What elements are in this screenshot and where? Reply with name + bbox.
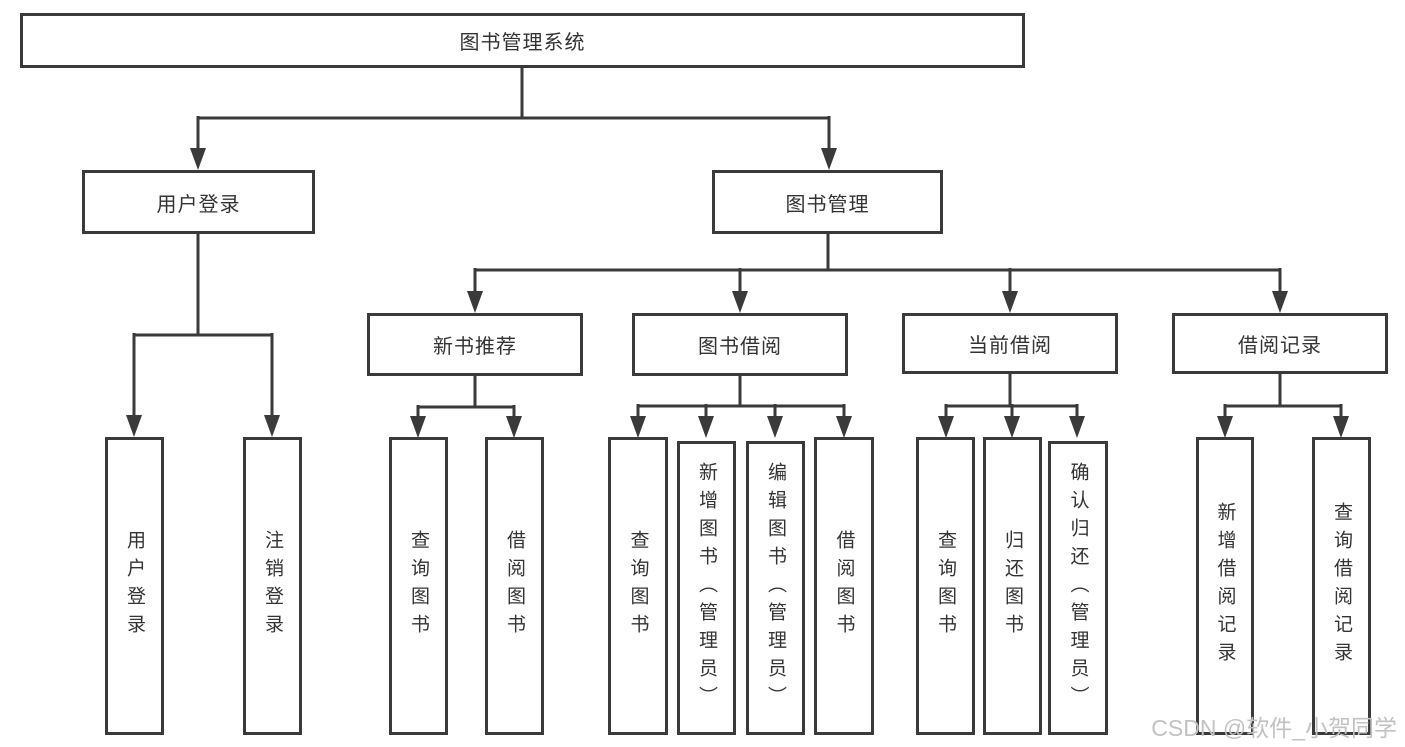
- leaf-recommend-query-books-label: 查询图书: [408, 530, 429, 642]
- leaf-borrow-query-books-label: 查询图书: [627, 530, 649, 642]
- node-new-book-recommend-label: 新书推荐: [433, 336, 517, 358]
- node-book-management-label: 图书管理: [785, 193, 870, 216]
- node-root: 图书管理系统: [20, 13, 1025, 68]
- edge-recommend-to-leaves: [410, 376, 522, 438]
- leaf-current-return-books: 归还图书: [983, 437, 1042, 735]
- leaf-current-confirm-return-admin: 确认归还（管理员）: [1048, 441, 1108, 735]
- leaf-records-add-record-label: 新增借阅记录: [1214, 502, 1236, 670]
- node-current-borrow-label: 当前借阅: [968, 335, 1052, 357]
- node-user-login-group-label: 用户登录: [156, 193, 241, 216]
- watermark: CSDN @软件_小贺同学: [1151, 715, 1397, 741]
- edge-borrow-to-leaves: [630, 376, 852, 438]
- leaf-borrow-add-books-admin: 新增图书（管理员）: [677, 441, 736, 735]
- leaf-borrow-query-books: 查询图书: [608, 437, 668, 735]
- leaf-borrow-borrow-books: 借阅图书: [814, 437, 874, 735]
- leaf-records-add-record: 新增借阅记录: [1196, 437, 1254, 735]
- leaf-borrow-add-books-admin-label: 新增图书（管理员）: [696, 462, 717, 714]
- node-book-borrow: 图书借阅: [632, 313, 848, 376]
- edge-records-to-leaves: [1217, 374, 1349, 438]
- node-user-login-group: 用户登录: [82, 170, 315, 234]
- edge-mgmt-to-level3: [467, 234, 1288, 313]
- leaf-records-query-record-label: 查询借阅记录: [1331, 502, 1352, 670]
- node-borrow-records: 借阅记录: [1172, 313, 1388, 374]
- leaf-recommend-borrow-books: 借阅图书: [485, 437, 544, 735]
- leaf-records-query-record: 查询借阅记录: [1312, 437, 1371, 735]
- edge-login-to-leaves: [126, 234, 280, 437]
- leaf-borrow-edit-books-admin-label: 编辑图书（管理员）: [765, 462, 786, 714]
- leaf-borrow-edit-books-admin: 编辑图书（管理员）: [746, 441, 805, 735]
- leaf-current-query-books-label: 查询图书: [935, 530, 956, 642]
- leaf-user-login: 用户登录: [105, 437, 164, 735]
- leaf-current-return-books-label: 归还图书: [1002, 530, 1023, 642]
- edge-root-to-level2: [190, 68, 837, 170]
- node-current-borrow: 当前借阅: [902, 313, 1118, 374]
- node-new-book-recommend: 新书推荐: [367, 313, 583, 376]
- leaf-borrow-borrow-books-label: 借阅图书: [833, 530, 855, 642]
- leaf-current-confirm-return-admin-label: 确认归还（管理员）: [1067, 462, 1089, 714]
- leaf-recommend-borrow-books-label: 借阅图书: [504, 530, 525, 642]
- leaf-logout-label: 注销登录: [262, 530, 283, 642]
- leaf-logout: 注销登录: [243, 437, 302, 735]
- edge-current-to-leaves: [938, 374, 1085, 438]
- leaf-user-login-label: 用户登录: [124, 530, 145, 642]
- node-book-management: 图书管理: [712, 170, 943, 234]
- leaf-current-query-books: 查询图书: [916, 437, 975, 735]
- node-root-label: 图书管理系统: [459, 32, 586, 54]
- node-borrow-records-label: 借阅记录: [1238, 335, 1322, 357]
- leaf-recommend-query-books: 查询图书: [389, 437, 448, 735]
- node-book-borrow-label: 图书借阅: [698, 336, 782, 358]
